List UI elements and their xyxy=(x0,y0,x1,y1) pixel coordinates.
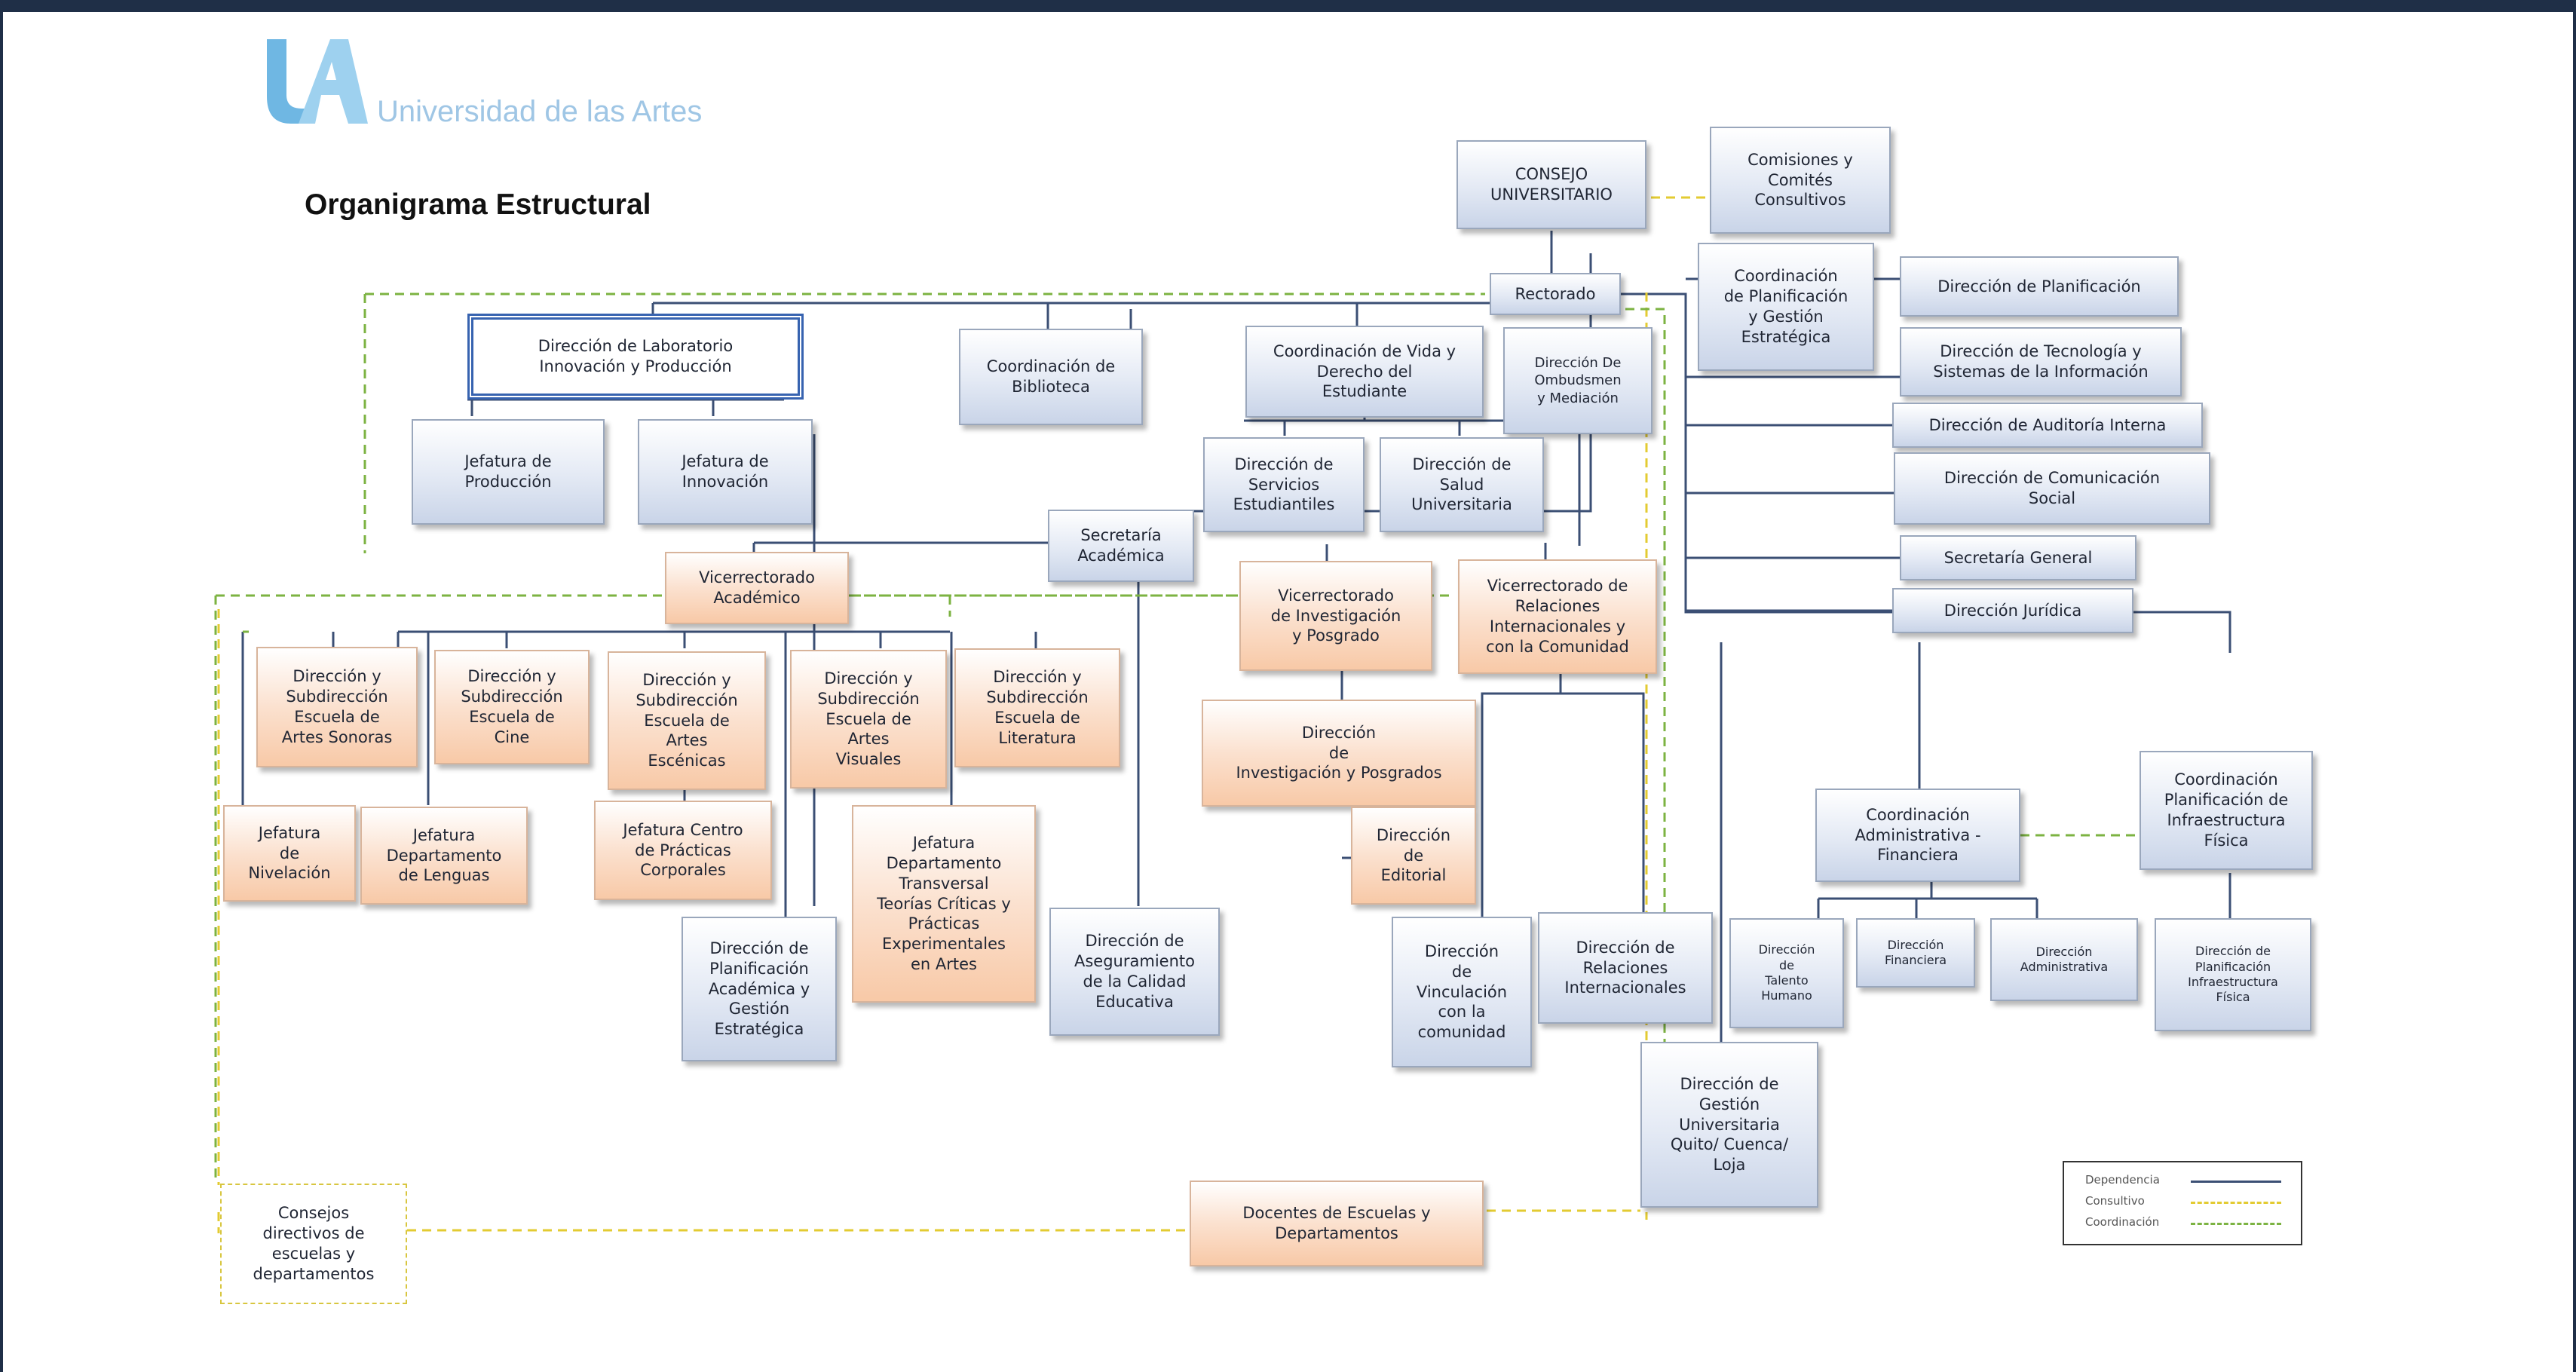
chart-title: Organigrama Estructural xyxy=(305,188,651,221)
legend-consultivo-label: Consultivo xyxy=(2085,1194,2145,1208)
box-vice-investigacion: Vicerrectorado de Investigación y Posgra… xyxy=(1239,561,1432,671)
box-dir-aseguramiento: Dirección de Aseguramiento de la Calidad… xyxy=(1049,908,1220,1036)
box-esc-cine: Dirección y Subdirección Escuela de Cine xyxy=(434,650,590,764)
box-comisiones: Comisiones y Comités Consultivos xyxy=(1710,127,1891,234)
box-dir-ombudsman: Dirección De Ombudsmen y Mediación xyxy=(1503,327,1652,434)
box-vice-academico: Vicerrectorado Académico xyxy=(665,552,849,624)
box-jef-lenguas: Jefatura Departamento de Lenguas xyxy=(360,807,528,905)
box-jef-produccion: Jefatura de Producción xyxy=(412,419,605,525)
legend-dependencia-swatch xyxy=(2191,1181,2281,1183)
box-secretaria-general: Secretaría General xyxy=(1900,535,2136,580)
box-dir-comunicacion: Dirección de Comunicación Social xyxy=(1894,452,2210,525)
box-dir-rel-internacionales: Dirección de Relaciones Internacionales xyxy=(1538,912,1713,1024)
box-dir-financiera: Dirección Financiera xyxy=(1856,918,1975,988)
box-jef-practicas: Jefatura Centro de Prácticas Corporales xyxy=(594,801,772,900)
box-jef-nivelacion: Jefatura de Nivelación xyxy=(223,805,356,902)
box-vice-relaciones: Vicerrectorado de Relaciones Internacion… xyxy=(1458,559,1657,674)
box-rectorado: Rectorado xyxy=(1490,273,1621,315)
box-docentes: Docentes de Escuelas y Departamentos xyxy=(1190,1181,1484,1266)
university-logo xyxy=(267,39,368,124)
legend-coordinacion-swatch xyxy=(2191,1223,2281,1225)
box-dir-vinculacion: Dirección de Vinculación con la comunida… xyxy=(1392,917,1532,1067)
box-jef-innovacion: Jefatura de Innovación xyxy=(638,419,813,525)
page-frame xyxy=(0,12,2576,1372)
legend: Dependencia Consultivo Coordinación xyxy=(2063,1161,2302,1245)
logo-text: Universidad de las Artes xyxy=(377,95,703,128)
top-border xyxy=(0,0,2576,12)
legend-dependencia-label: Dependencia xyxy=(2085,1173,2160,1187)
legend-coordinacion-label: Coordinación xyxy=(2085,1215,2160,1229)
box-consejo-universitario: CONSEJO UNIVERSITARIO xyxy=(1456,140,1646,229)
box-dir-auditoria: Dirección de Auditoría Interna xyxy=(1892,403,2203,448)
box-dir-juridica: Dirección Jurídica xyxy=(1892,588,2133,633)
box-esc-literatura: Dirección y Subdirección Escuela de Lite… xyxy=(954,648,1120,767)
box-dir-plan-academica: Dirección de Planificación Académica y G… xyxy=(682,917,837,1061)
box-dir-editorial: Dirección de Editorial xyxy=(1351,807,1476,905)
box-esc-sonoras: Dirección y Subdirección Escuela de Arte… xyxy=(256,647,418,767)
box-dir-administrativa: Dirección Administrativa xyxy=(1990,918,2138,1001)
box-dir-tecnologia: Dirección de Tecnología y Sistemas de la… xyxy=(1900,327,2182,397)
box-coord-planificacion: Coordinación de Planificación y Gestión … xyxy=(1698,243,1874,371)
box-dir-plan-infraestructura: Dirección de Planificación Infraestructu… xyxy=(2155,918,2311,1031)
box-coord-administrativa: Coordinación Administrativa - Financiera xyxy=(1815,789,2020,882)
box-dir-laboratorio: Dirección de Laboratorio Innovación y Pr… xyxy=(467,314,804,400)
box-coord-biblioteca: Coordinación de Biblioteca xyxy=(959,329,1143,425)
box-dir-servicios: Dirección de Servicios Estudiantiles xyxy=(1203,437,1365,532)
box-dir-planificacion: Dirección de Planificación xyxy=(1900,256,2179,317)
legend-consultivo-swatch xyxy=(2191,1202,2281,1204)
box-coord-infraestructura: Coordinación Planificación de Infraestru… xyxy=(2140,751,2313,870)
box-consejos-directivos: Consejos directivos de escuelas y depart… xyxy=(220,1184,407,1304)
box-coord-vida: Coordinación de Vida y Derecho del Estud… xyxy=(1245,326,1484,418)
box-dir-salud: Dirección de Salud Universitaria xyxy=(1380,437,1544,532)
box-esc-escenicas: Dirección y Subdirección Escuela de Arte… xyxy=(608,651,766,790)
box-secretaria-academica: Secretaría Académica xyxy=(1048,510,1194,582)
box-dir-talento: Dirección de Talento Humano xyxy=(1729,918,1844,1028)
box-jef-transversal: Jefatura Departamento Transversal Teoría… xyxy=(852,805,1036,1003)
box-dir-gestion-universitaria: Dirección de Gestión Universitaria Quito… xyxy=(1640,1042,1818,1208)
box-dir-inv-posgrados: Dirección de Investigación y Posgrados xyxy=(1202,700,1476,807)
box-esc-visuales: Dirección y Subdirección Escuela de Arte… xyxy=(790,650,947,789)
